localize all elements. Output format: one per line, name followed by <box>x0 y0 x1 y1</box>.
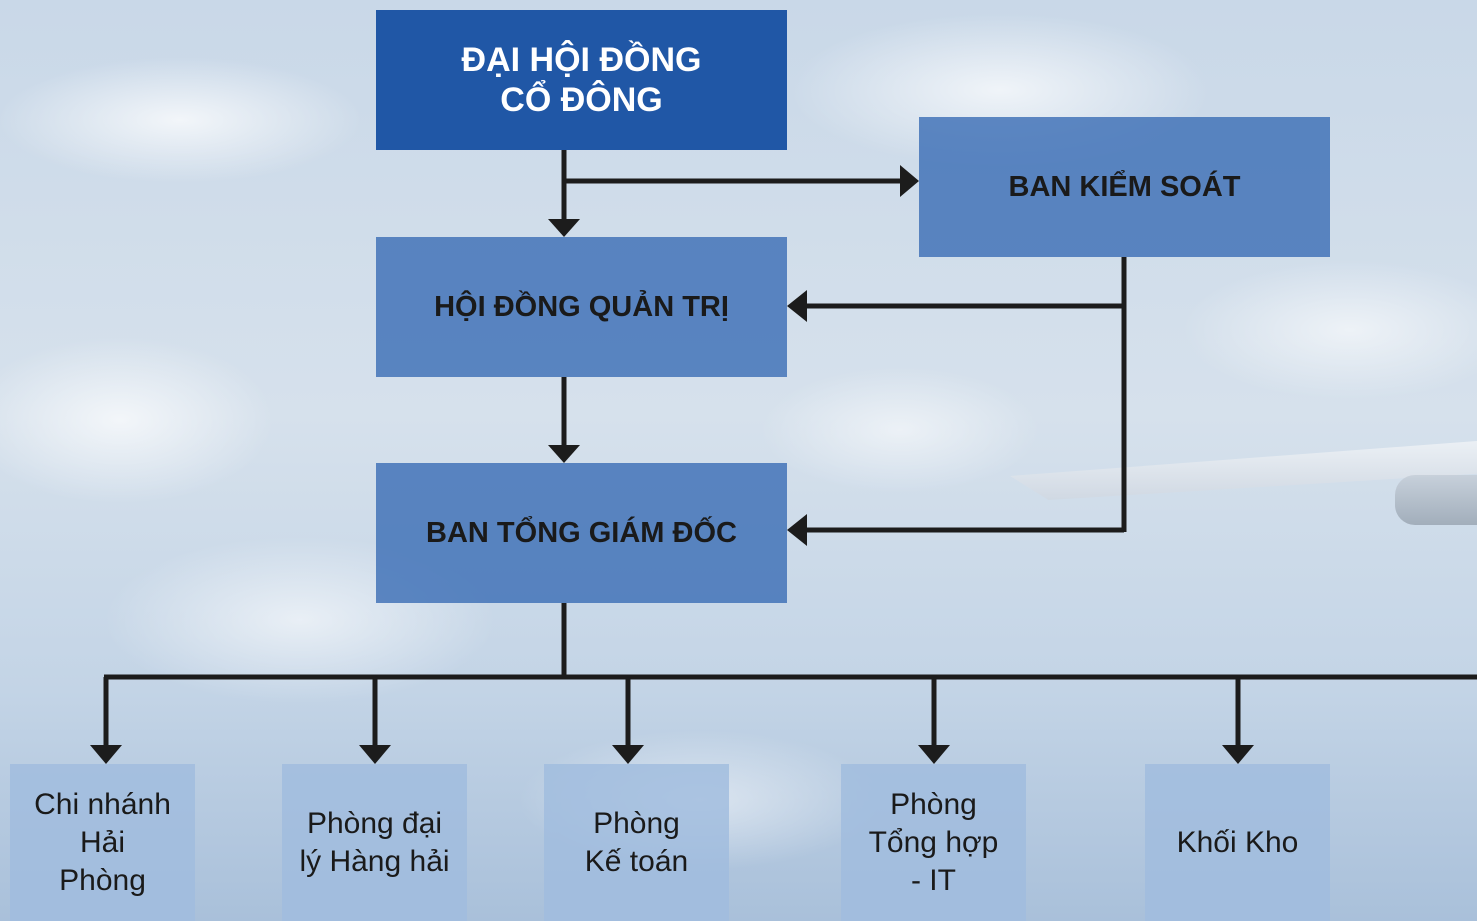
department-box-3: Phòng Kế toán <box>544 764 729 921</box>
arrowhead-dept-1 <box>90 745 122 764</box>
department-box-2: Phòng đại lý Hàng hải <box>282 764 467 921</box>
department-label-5: Khối Kho <box>1176 825 1299 859</box>
arrowhead-dept-3 <box>612 745 644 764</box>
board-label: HỘI ĐỒNG QUẢN TRỊ <box>434 290 729 323</box>
arrowhead-to-board <box>548 219 580 237</box>
supervisory-box: BAN KIỂM SOÁT <box>919 117 1330 257</box>
supervisory-label: BAN KIỂM SOÁT <box>1008 170 1241 203</box>
airplane-engine-image <box>1395 475 1477 525</box>
board-box: HỘI ĐỒNG QUẢN TRỊ <box>376 237 787 377</box>
department-label-2: Phòng đại lý Hàng hải <box>299 806 450 878</box>
department-box-1: Chi nhánh Hải Phòng <box>10 764 195 921</box>
arrowhead-supervisory-management <box>787 514 807 546</box>
department-box-4: Phòng Tổng hợp - IT <box>841 764 1026 921</box>
arrowhead-dept-4 <box>918 745 950 764</box>
department-label-3: Phòng Kế toán <box>584 806 689 878</box>
arrowhead-dept-2 <box>359 745 391 764</box>
department-label-4: Phòng Tổng hợp - IT <box>868 787 999 897</box>
arrowhead-to-management <box>548 445 580 463</box>
shareholders-box: ĐẠI HỘI ĐỒNG CỔ ĐÔNG <box>376 10 787 150</box>
department-label-1: Chi nhánh Hải Phòng <box>34 787 171 897</box>
department-box-5: Khối Kho <box>1145 764 1330 921</box>
arrowhead-to-supervisory <box>900 165 919 197</box>
management-box: BAN TỔNG GIÁM ĐỐC <box>376 463 787 603</box>
arrowhead-supervisory-board <box>787 290 807 322</box>
management-label: BAN TỔNG GIÁM ĐỐC <box>426 516 737 549</box>
shareholders-label: ĐẠI HỘI ĐỒNG CỔ ĐÔNG <box>461 41 702 119</box>
arrowhead-dept-5 <box>1222 745 1254 764</box>
